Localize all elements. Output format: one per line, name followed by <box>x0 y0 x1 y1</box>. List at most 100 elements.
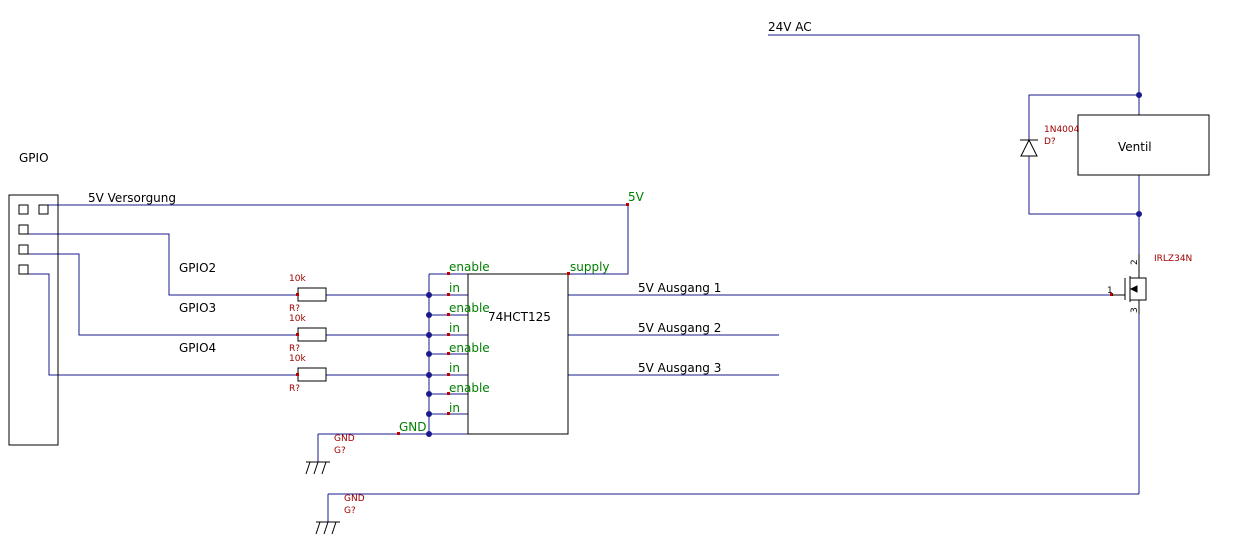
mosfet <box>1112 254 1147 314</box>
junction-dot <box>426 411 432 417</box>
diode-ref: D? <box>1044 137 1056 147</box>
ic-pin-enable: enable <box>449 341 490 355</box>
pin-marker <box>447 392 450 395</box>
pin-marker <box>447 293 450 296</box>
net-label-gpio3: GPIO3 <box>179 301 216 315</box>
valve-label: Ventil <box>1118 140 1152 154</box>
wire-gpio3 <box>24 253 298 336</box>
gpio-connector: GPIO <box>8 151 59 446</box>
mosfet-arrow <box>1129 285 1138 293</box>
junction-dot <box>426 351 432 357</box>
output-label-2: 5V Ausgang 2 <box>638 321 721 335</box>
ic-pin-in: in <box>449 321 460 335</box>
junction-dot <box>1136 92 1142 98</box>
connector-body <box>8 194 59 446</box>
junctions <box>426 92 1142 437</box>
resistor-value: 10k <box>289 354 306 364</box>
ground-value: GND <box>344 494 365 504</box>
pin-marker <box>447 272 450 275</box>
junction-dot <box>426 292 432 298</box>
pin-marker <box>397 432 400 435</box>
resistor-ref: R? <box>289 304 300 314</box>
diode-part: 1N4004 <box>1044 125 1080 135</box>
ground-hatch <box>315 521 321 535</box>
mosfet-pin-drain: 2 <box>1130 259 1140 265</box>
mosfet-part: IRLZ34N <box>1154 254 1192 264</box>
ground-value: GND <box>334 434 355 444</box>
ic-pin-in: in <box>449 281 460 295</box>
pin-marker <box>447 352 450 355</box>
ground-ref: G? <box>334 446 346 456</box>
pin-markers <box>296 203 1113 435</box>
ic-pin-gnd: GND <box>399 420 427 434</box>
ic-name: 74HCT125 <box>488 310 551 324</box>
net-label-gpio2: GPIO2 <box>179 261 216 275</box>
resistor-ref: R? <box>289 344 300 354</box>
ground-hatch <box>313 461 319 475</box>
supply-ac-label: 24V AC <box>768 20 812 34</box>
wire-gpio2 <box>24 233 298 296</box>
pin-marker <box>447 373 450 376</box>
mosfet-pin-gate: 1 <box>1107 286 1113 296</box>
resistor-value: 10k <box>289 314 306 324</box>
wire-diode-top <box>1028 94 1139 140</box>
valve-body <box>1077 114 1210 176</box>
output-label-1: 5V Ausgang 1 <box>638 281 721 295</box>
net-label-gpio4: GPIO4 <box>179 341 216 355</box>
ground-symbol <box>305 461 330 475</box>
pin-marker <box>567 272 570 275</box>
resistor: 10k R? <box>289 314 327 354</box>
resistor-body <box>297 287 327 302</box>
ic-pin-supply: supply <box>570 260 610 274</box>
pin-marker <box>296 333 299 336</box>
resistor: 10k R? <box>289 354 327 394</box>
ground-hatch <box>323 521 329 535</box>
ground-symbol <box>315 521 340 535</box>
supply-net-label: 5V <box>628 190 645 204</box>
connector-pin <box>18 224 29 235</box>
wire-5v-supply <box>48 204 629 275</box>
connector-pin <box>18 244 29 255</box>
junction-dot <box>426 431 432 437</box>
mosfet-body-diode <box>1139 277 1147 301</box>
resistor-ref: R? <box>289 384 300 394</box>
resistor-body <box>297 327 327 342</box>
junction-dot <box>426 372 432 378</box>
pin-marker <box>447 333 450 336</box>
ground-hatch <box>305 461 311 475</box>
wire-diode-bottom <box>1028 156 1139 215</box>
resistor-value: 10k <box>289 274 306 284</box>
connector-pin <box>38 204 49 215</box>
ic-pin-in: in <box>449 361 460 375</box>
wire-gpio4 <box>24 273 298 376</box>
output-label-3: 5V Ausgang 3 <box>638 361 721 375</box>
valve: Ventil <box>1077 114 1210 176</box>
ic-pin-enable: enable <box>449 301 490 315</box>
ground-ref: G? <box>344 506 356 516</box>
pin-marker <box>626 203 629 206</box>
junction-dot <box>1136 211 1142 217</box>
ic-body <box>467 273 569 435</box>
pin-marker <box>447 412 450 415</box>
ic-pin-enable: enable <box>449 381 490 395</box>
junction-dot <box>426 391 432 397</box>
connector-pin <box>18 264 29 275</box>
buffer-ic: 74HCT125 enable in enable in enable in e… <box>399 190 645 435</box>
resistor-body <box>297 367 327 382</box>
pin-marker <box>1110 293 1113 296</box>
resistor: 10k R? <box>289 274 327 314</box>
junction-dot <box>426 332 432 338</box>
junction-dot <box>426 312 432 318</box>
pin-marker <box>447 313 450 316</box>
connector-label: GPIO <box>19 151 49 165</box>
pin-marker <box>296 373 299 376</box>
net-label-5v-supply: 5V Versorgung <box>88 191 176 205</box>
diode <box>1020 138 1038 157</box>
pin-marker <box>296 293 299 296</box>
wires <box>24 34 1140 522</box>
ic-pin-in: in <box>449 401 460 415</box>
diode-triangle <box>1020 138 1038 157</box>
mosfet-pin-source: 3 <box>1130 307 1140 313</box>
wire-24vac <box>768 34 1140 115</box>
